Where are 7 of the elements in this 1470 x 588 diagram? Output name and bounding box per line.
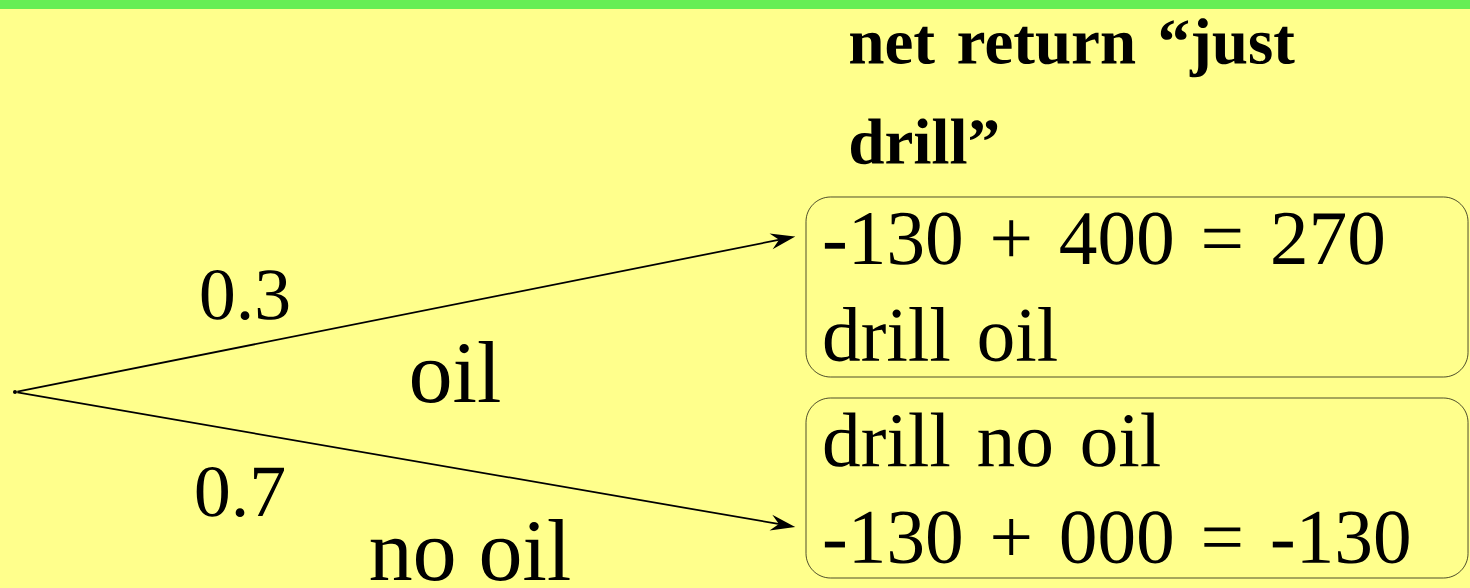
heading: net return “just drill” [850,18,1295,165]
outcome-label: no oil [370,519,570,581]
outcome-label: oil [411,341,500,403]
branch-point [13,390,17,394]
probability-label: 0.3 [201,269,289,321]
outcome-box: drill no oil -130 + 000 = -130 [805,397,1469,579]
probability-label: 0.7 [196,466,284,518]
